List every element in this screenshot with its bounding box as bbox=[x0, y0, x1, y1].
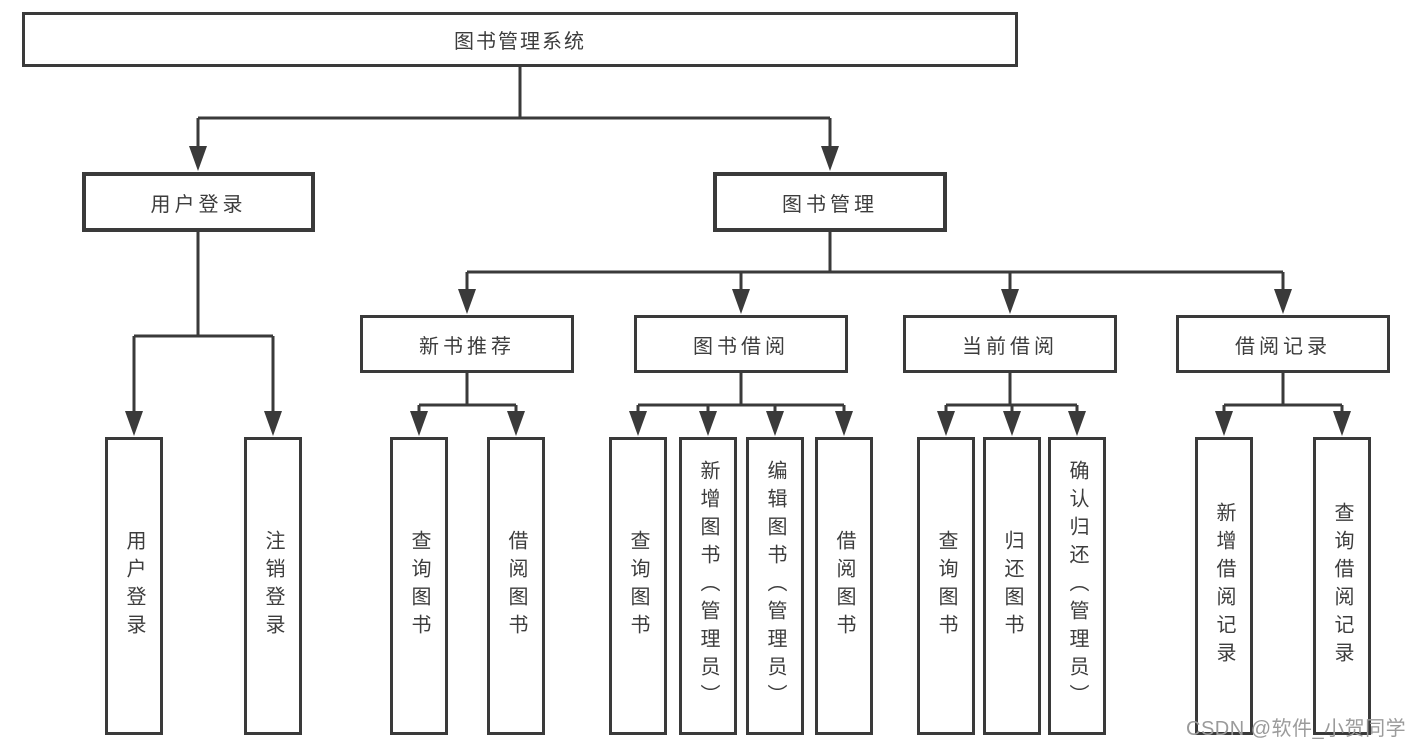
leaf-label: 新增借阅记录 bbox=[1213, 502, 1235, 670]
leaf-logout: 注销登录 bbox=[244, 437, 302, 735]
leaf-label: 借阅图书 bbox=[505, 530, 527, 642]
node-book-management: 图书管理 bbox=[713, 172, 947, 232]
leaf-borrow-book-recommend: 借阅图书 bbox=[487, 437, 545, 735]
leaf-label: 查询图书 bbox=[408, 530, 430, 642]
leaf-return-book: 归还图书 bbox=[983, 437, 1041, 735]
leaf-label: 查询图书 bbox=[627, 530, 649, 642]
node-new-book-recommendation: 新书推荐 bbox=[360, 315, 574, 373]
leaf-query-book-borrow: 查询图书 bbox=[609, 437, 667, 735]
leaf-user-login: 用户登录 bbox=[105, 437, 163, 735]
leaf-label: 编辑图书（管理员） bbox=[764, 460, 786, 712]
node-library-system: 图书管理系统 bbox=[22, 12, 1018, 67]
leaf-query-book-current: 查询图书 bbox=[917, 437, 975, 735]
leaf-add-borrow-record: 新增借阅记录 bbox=[1195, 437, 1253, 735]
leaf-label: 确认归还（管理员） bbox=[1066, 460, 1088, 712]
leaf-label: 归还图书 bbox=[1001, 530, 1023, 642]
node-user-login: 用户登录 bbox=[82, 172, 315, 232]
leaf-edit-book-admin: 编辑图书（管理员） bbox=[746, 437, 804, 735]
leaf-add-book-admin: 新增图书（管理员） bbox=[679, 437, 737, 735]
node-current-borrowing: 当前借阅 bbox=[903, 315, 1117, 373]
csdn-watermark: CSDN @软件_小贺同学 bbox=[1186, 718, 1405, 740]
leaf-label: 借阅图书 bbox=[833, 530, 855, 642]
leaf-label: 新增图书（管理员） bbox=[697, 460, 719, 712]
leaf-label: 查询借阅记录 bbox=[1331, 502, 1353, 670]
leaf-confirm-return-admin: 确认归还（管理员） bbox=[1048, 437, 1106, 735]
leaf-label: 注销登录 bbox=[262, 530, 284, 642]
node-borrowing-records: 借阅记录 bbox=[1176, 315, 1390, 373]
leaf-label: 用户登录 bbox=[123, 530, 145, 642]
leaf-borrow-book: 借阅图书 bbox=[815, 437, 873, 735]
leaf-query-book-recommend: 查询图书 bbox=[390, 437, 448, 735]
leaf-label: 查询图书 bbox=[935, 530, 957, 642]
leaf-query-borrow-record: 查询借阅记录 bbox=[1313, 437, 1371, 735]
node-book-borrowing: 图书借阅 bbox=[634, 315, 848, 373]
